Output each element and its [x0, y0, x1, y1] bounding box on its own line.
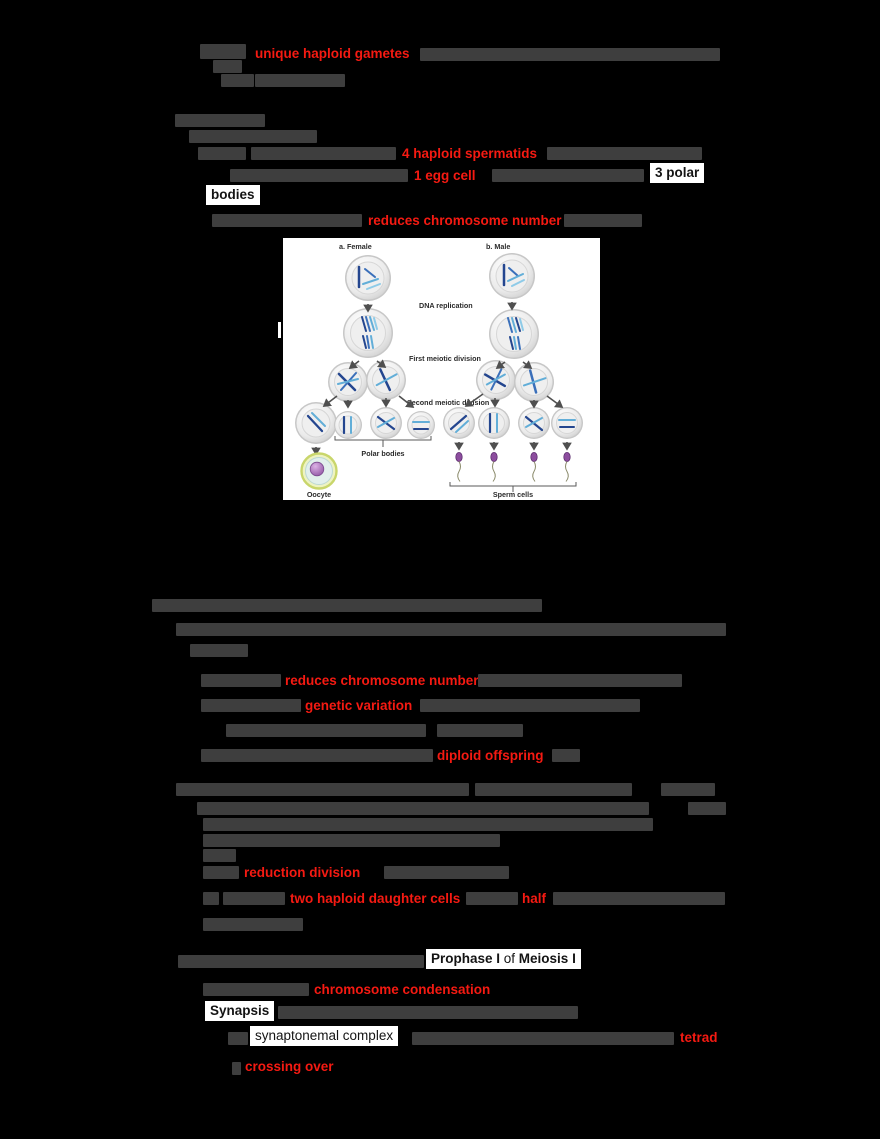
redacted-text	[255, 74, 345, 87]
cell-secondary	[366, 360, 406, 400]
key-term-egg-cell: 1 egg cell	[414, 168, 476, 183]
redacted-text	[278, 1006, 578, 1019]
redacted-text	[176, 623, 726, 636]
redacted-text	[201, 749, 433, 762]
redacted-text	[189, 130, 317, 143]
key-term-haploid-spermatids: 4 haploid spermatids	[402, 146, 538, 161]
redacted-text	[437, 724, 523, 737]
redacted-text	[175, 114, 265, 127]
key-term-crossing-over: crossing over	[245, 1059, 334, 1074]
figure-brackets	[334, 436, 577, 492]
redacted-text	[466, 892, 518, 905]
redacted-text	[198, 147, 246, 160]
cell-spermatid	[443, 407, 475, 439]
highlight-prophase-part: Prophase I	[431, 951, 501, 966]
redacted-text	[230, 169, 408, 182]
figure-label-polar-bodies: Polar bodies	[361, 449, 404, 458]
highlight-prophase-1-of-meiosis-1: Prophase I of Meiosis I	[426, 949, 581, 969]
key-term-reduces-chromosome-number: reduces chromosome number	[368, 213, 562, 228]
redacted-text	[412, 1032, 674, 1045]
key-term-half: half	[522, 891, 547, 906]
redacted-text	[201, 674, 281, 687]
redacted-text	[201, 699, 301, 712]
redacted-text	[203, 892, 219, 905]
redacted-text	[232, 1062, 241, 1075]
redacted-text	[492, 169, 644, 182]
highlight-synaptonemal-complex: synaptonemal complex	[250, 1026, 399, 1046]
cell-spermatid	[518, 407, 550, 439]
key-term-two-haploid-daughter-cells: two haploid daughter cells	[290, 891, 461, 906]
highlight-bodies: bodies	[206, 185, 260, 205]
redacted-text	[203, 818, 653, 831]
redacted-glyph	[200, 44, 246, 59]
redacted-heading	[152, 599, 542, 612]
key-term-diploid-offspring: diploid offspring	[437, 748, 544, 763]
redacted-text	[176, 783, 469, 796]
figure-label-female: a. Female	[339, 242, 372, 251]
key-term-chromosome-condensation: chromosome condensation	[314, 982, 491, 997]
redacted-text	[228, 1032, 248, 1045]
cell-secondary	[328, 362, 368, 402]
cell-male-primary	[489, 253, 535, 299]
sperm-cells	[455, 452, 571, 482]
redacted-text	[420, 699, 640, 712]
redacted-text	[552, 749, 580, 762]
figure-label-first-division: First meiotic division	[409, 354, 481, 363]
figure-arrows	[311, 302, 572, 456]
highlight-meiosis-part: Meiosis I	[518, 951, 576, 966]
cell-secondary	[476, 360, 516, 400]
redacted-text	[688, 802, 726, 815]
cell-spermatid	[478, 407, 510, 439]
redacted-text	[212, 214, 362, 227]
key-term-unique-haploid-gametes: unique haploid gametes	[255, 46, 410, 61]
cell-polar-body	[370, 407, 402, 439]
redacted-text	[203, 849, 236, 862]
redacted-text	[661, 783, 715, 796]
cell-polar-body	[334, 411, 362, 439]
figure-label-oocyte: Oocyte	[307, 490, 331, 499]
oocyte-cell	[300, 452, 338, 490]
figure-label-male: b. Male	[486, 242, 510, 251]
redacted-text	[564, 214, 642, 227]
redacted-glyph	[213, 60, 242, 73]
redacted-text	[384, 866, 509, 879]
redacted-text	[190, 644, 248, 657]
cell-polar-body	[407, 411, 435, 439]
cell-secondary	[514, 362, 554, 402]
redacted-text	[203, 983, 309, 996]
cell-male-replicated	[489, 309, 539, 359]
redacted-text	[226, 724, 426, 737]
redacted-glyph	[221, 74, 254, 87]
highlight-of-part: of	[500, 951, 519, 966]
figure-label-sperm-cells: Sperm cells	[493, 490, 533, 499]
figure-label-second-division: Second meiotic division	[407, 398, 489, 407]
redacted-text	[553, 892, 725, 905]
redacted-text	[203, 866, 239, 879]
highlight-synapsis: Synapsis	[205, 1001, 275, 1021]
redacted-text	[420, 48, 720, 61]
redacted-text	[197, 802, 649, 815]
redacted-text	[478, 674, 682, 687]
cell-spermatid	[551, 407, 583, 439]
redacted-text	[547, 147, 702, 160]
cell-female-replicated	[343, 308, 393, 358]
meiosis-figure: a. Female b. Male DNA replication First …	[283, 238, 600, 500]
redacted-text	[203, 918, 303, 931]
key-term-genetic-variation: genetic variation	[305, 698, 413, 713]
figure-label-dna-replication: DNA replication	[419, 301, 473, 310]
redacted-text	[251, 147, 396, 160]
left-edge-artifact	[278, 322, 281, 338]
redacted-text	[475, 783, 632, 796]
key-term-reduction-division: reduction division	[244, 865, 361, 880]
redacted-text	[178, 955, 424, 968]
redacted-text	[203, 834, 500, 847]
cell-female-primary	[345, 255, 391, 301]
key-term-reduces-chromosome-number-2: reduces chromosome number	[285, 673, 479, 688]
highlight-3-polar: 3 polar	[650, 163, 705, 183]
redacted-text	[223, 892, 285, 905]
cell-ootid	[295, 402, 337, 444]
key-term-tetrad: tetrad	[680, 1030, 718, 1045]
